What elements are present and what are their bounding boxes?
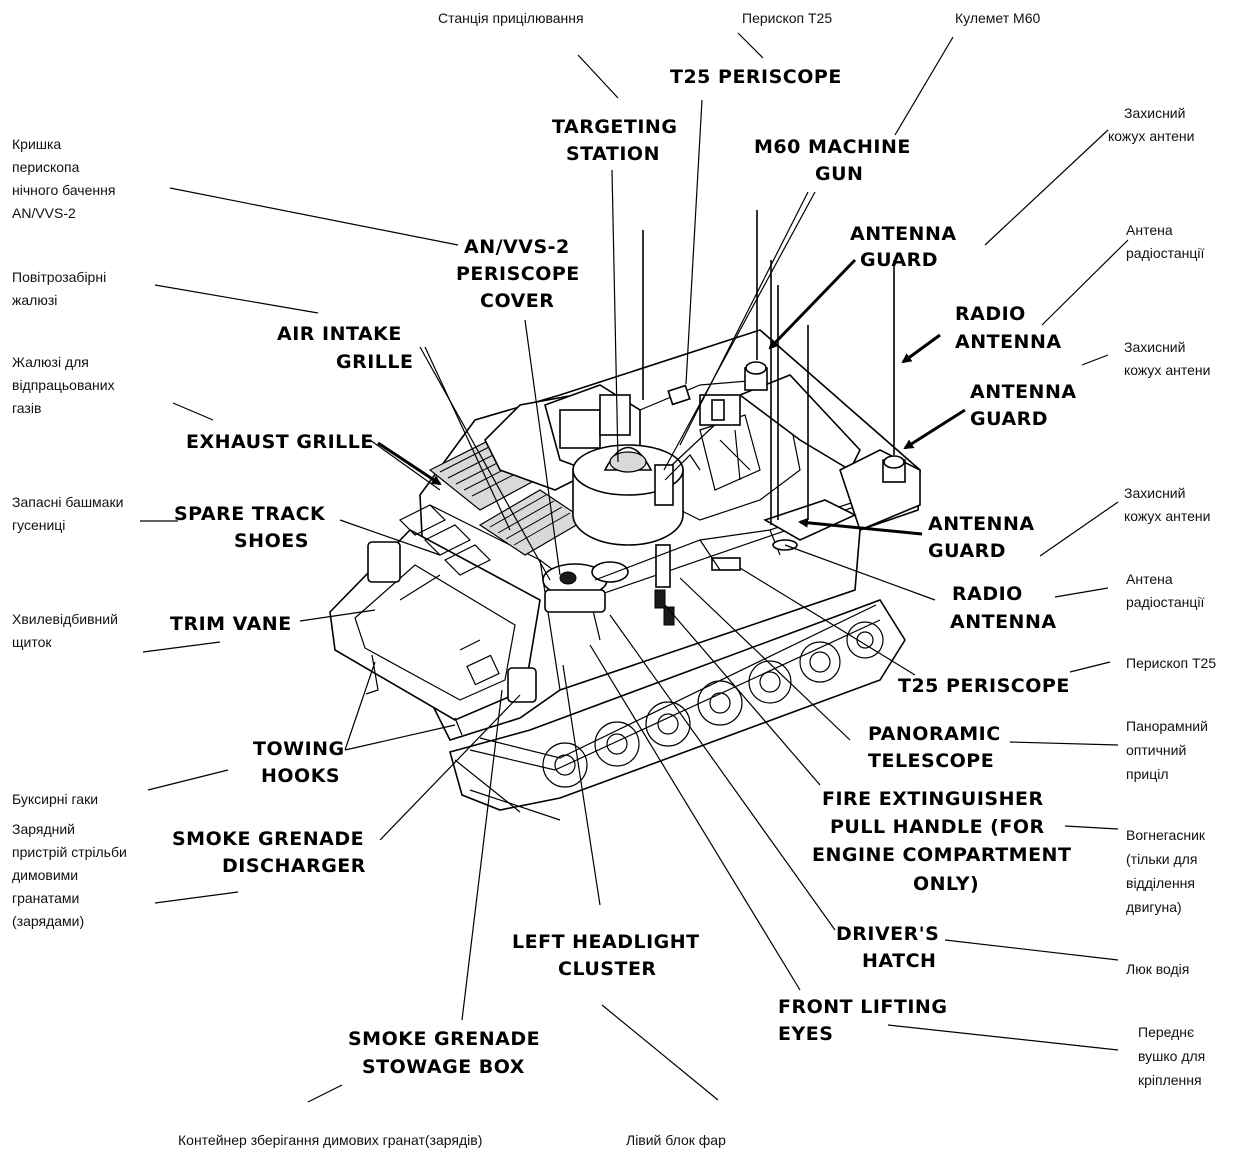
- en-label-left-headlight-l2: CLUSTER: [558, 958, 657, 980]
- ua-label-radio-antenna-2-l1: Антена: [1126, 571, 1173, 587]
- en-label-targeting-station-l2: STATION: [566, 143, 660, 165]
- en-label-radio-antenna-1-l2: ANTENNA: [955, 331, 1062, 353]
- en-label-air-intake-l2: GRILLE: [336, 351, 414, 373]
- ua-label-air-intake-l2: жалюзі: [12, 292, 57, 308]
- en-label-periscope-cover-l2: PERISCOPE: [456, 263, 580, 285]
- en-label-lifting-eyes-l2: EYES: [778, 1023, 833, 1045]
- ua-label-radio-antenna-1-l2: радіостанції: [1126, 245, 1205, 261]
- ua-label-fire-ext-l4: двигуна): [1126, 899, 1182, 915]
- ua-label-targeting-station: Станція прицілювання: [438, 10, 584, 26]
- en-label-smoke-discharger-l1: SMOKE GRENADE: [172, 828, 364, 850]
- en-label-towing-hooks-l2: HOOKS: [261, 765, 340, 787]
- en-label-left-headlight-l1: LEFT HEADLIGHT: [512, 931, 700, 953]
- en-label-antenna-guard-1-l2: GUARD: [860, 249, 938, 271]
- ua-label-t25-periscope-right: Перископ Т25: [1126, 655, 1216, 671]
- en-label-fire-ext-l1: FIRE EXTINGUISHER: [822, 788, 1044, 810]
- en-label-periscope-cover-l1: AN/VVS-2: [464, 236, 570, 258]
- ua-label-periscope-cover-l3: нічного бачення: [12, 182, 115, 198]
- en-label-t25-periscope-top: T25 PERISCOPE: [670, 66, 842, 88]
- en-label-drivers-hatch-l1: DRIVER'S: [836, 923, 939, 945]
- en-label-m60-l2: GUN: [815, 163, 863, 185]
- en-label-air-intake-l1: AIR INTAKE: [277, 323, 402, 345]
- ua-label-panoramic-l2: оптичний: [1126, 742, 1186, 758]
- ua-label-exhaust-l2: відпрацьованих: [12, 377, 115, 393]
- ua-label-lifting-eyes-l2: вушко для: [1138, 1048, 1205, 1064]
- ukrainian-labels: Станція прицілювання Перископ Т25 Кулеме…: [12, 10, 1216, 1148]
- ua-label-smoke-stowage: Контейнер зберігання димових гранат(заря…: [178, 1132, 482, 1148]
- ua-label-trim-vane-l1: Хвилевідбивний: [12, 611, 118, 627]
- en-label-smoke-stowage-l2: STOWAGE BOX: [362, 1056, 525, 1078]
- en-label-fire-ext-l2: PULL HANDLE (FOR: [830, 816, 1045, 838]
- en-label-fire-ext-l3: ENGINE COMPARTMENT: [812, 844, 1071, 866]
- ua-label-lifting-eyes-l1: Переднє: [1138, 1024, 1194, 1040]
- ua-label-m60-machine-gun: Кулемет М60: [955, 10, 1040, 26]
- ua-label-towing-hooks: Буксирні гаки: [12, 791, 98, 807]
- ua-label-fire-ext-l2: (тільки для: [1126, 851, 1197, 867]
- vehicle-illustration: [329, 210, 921, 821]
- en-label-spare-track-l1: SPARE TRACK: [174, 503, 326, 525]
- english-labels: T25 PERISCOPE TARGETING STATION M60 MACH…: [170, 66, 1077, 1078]
- en-label-radio-antenna-2-l2: ANTENNA: [950, 611, 1057, 633]
- ua-label-smoke-discharger-l1: Зарядний: [12, 821, 75, 837]
- ua-label-antenna-guard-2-l1: Захисний: [1124, 339, 1185, 355]
- en-label-panoramic-l1: PANORAMIC: [868, 723, 1001, 745]
- en-label-exhaust: EXHAUST GRILLE: [186, 431, 374, 453]
- ua-label-air-intake-l1: Повітрозабірні: [12, 269, 106, 285]
- ua-label-smoke-discharger-l2: пристрій стрільби: [12, 844, 127, 860]
- en-label-smoke-stowage-l1: SMOKE GRENADE: [348, 1028, 540, 1050]
- en-label-targeting-station-l1: TARGETING: [552, 116, 677, 138]
- en-label-trim-vane: TRIM VANE: [170, 613, 292, 635]
- ua-label-panoramic-l1: Панорамний: [1126, 718, 1208, 734]
- en-label-fire-ext-l4: ONLY): [913, 873, 979, 895]
- ua-label-exhaust-l3: газів: [12, 400, 41, 416]
- en-label-drivers-hatch-l2: HATCH: [862, 950, 936, 972]
- ua-label-antenna-guard-1-l2: кожух антени: [1108, 128, 1194, 144]
- ua-label-spare-track-l1: Запасні башмаки: [12, 494, 123, 510]
- ua-label-exhaust-l1: Жалюзі для: [12, 354, 89, 370]
- ua-label-t25-periscope-top: Перископ Т25: [742, 10, 832, 26]
- ua-label-lifting-eyes-l3: кріплення: [1138, 1072, 1202, 1088]
- leader-lines: [140, 32, 1129, 1103]
- ua-label-spare-track-l2: гусениці: [12, 517, 65, 533]
- ua-label-antenna-guard-3-l2: кожух антени: [1124, 508, 1210, 524]
- ua-label-fire-ext-l3: відділення: [1126, 875, 1195, 891]
- en-label-smoke-discharger-l2: DISCHARGER: [222, 855, 366, 877]
- ua-label-radio-antenna-2-l2: радіостанції: [1126, 594, 1205, 610]
- ua-label-smoke-discharger-l4: гранатами: [12, 890, 79, 906]
- ua-label-periscope-cover-l4: AN/VVS-2: [12, 205, 76, 221]
- en-label-t25-periscope-right: T25 PERISCOPE: [898, 675, 1070, 697]
- ua-label-smoke-discharger-l5: (зарядами): [12, 913, 84, 929]
- en-label-panoramic-l2: TELESCOPE: [868, 750, 994, 772]
- ua-label-antenna-guard-3-l1: Захисний: [1124, 485, 1185, 501]
- ua-label-antenna-guard-2-l2: кожух антени: [1124, 362, 1210, 378]
- pointer-arrows: [377, 258, 966, 536]
- en-label-m60-l1: M60 MACHINE: [754, 136, 911, 158]
- en-label-antenna-guard-1-l1: ANTENNA: [850, 223, 957, 245]
- ua-label-radio-antenna-1-l1: Антена: [1126, 222, 1173, 238]
- en-label-antenna-guard-3-l1: ANTENNA: [928, 513, 1035, 535]
- en-label-antenna-guard-3-l2: GUARD: [928, 540, 1006, 562]
- ua-label-periscope-cover-l1: Кришка: [12, 136, 61, 152]
- en-label-antenna-guard-2-l1: ANTENNA: [970, 381, 1077, 403]
- en-label-spare-track-l2: SHOES: [234, 530, 309, 552]
- ua-label-smoke-discharger-l3: димовими: [12, 867, 78, 883]
- en-label-antenna-guard-2-l2: GUARD: [970, 408, 1048, 430]
- en-label-lifting-eyes-l1: FRONT LIFTING: [778, 996, 947, 1018]
- ua-label-antenna-guard-1-l1: Захисний: [1124, 105, 1185, 121]
- ua-label-panoramic-l3: приціл: [1126, 766, 1169, 782]
- en-label-radio-antenna-1-l1: RADIO: [955, 303, 1026, 325]
- en-label-periscope-cover-l3: COVER: [480, 290, 554, 312]
- ua-label-left-headlight: Лівий блок фар: [626, 1132, 726, 1148]
- en-label-towing-hooks-l1: TOWING: [253, 738, 345, 760]
- ua-label-trim-vane-l2: щиток: [12, 634, 52, 650]
- en-label-radio-antenna-2-l1: RADIO: [952, 583, 1023, 605]
- ua-label-periscope-cover-l2: перископа: [12, 159, 80, 175]
- ua-label-drivers-hatch: Люк водія: [1126, 961, 1189, 977]
- ua-label-fire-ext-l1: Вогнегасник: [1126, 827, 1206, 843]
